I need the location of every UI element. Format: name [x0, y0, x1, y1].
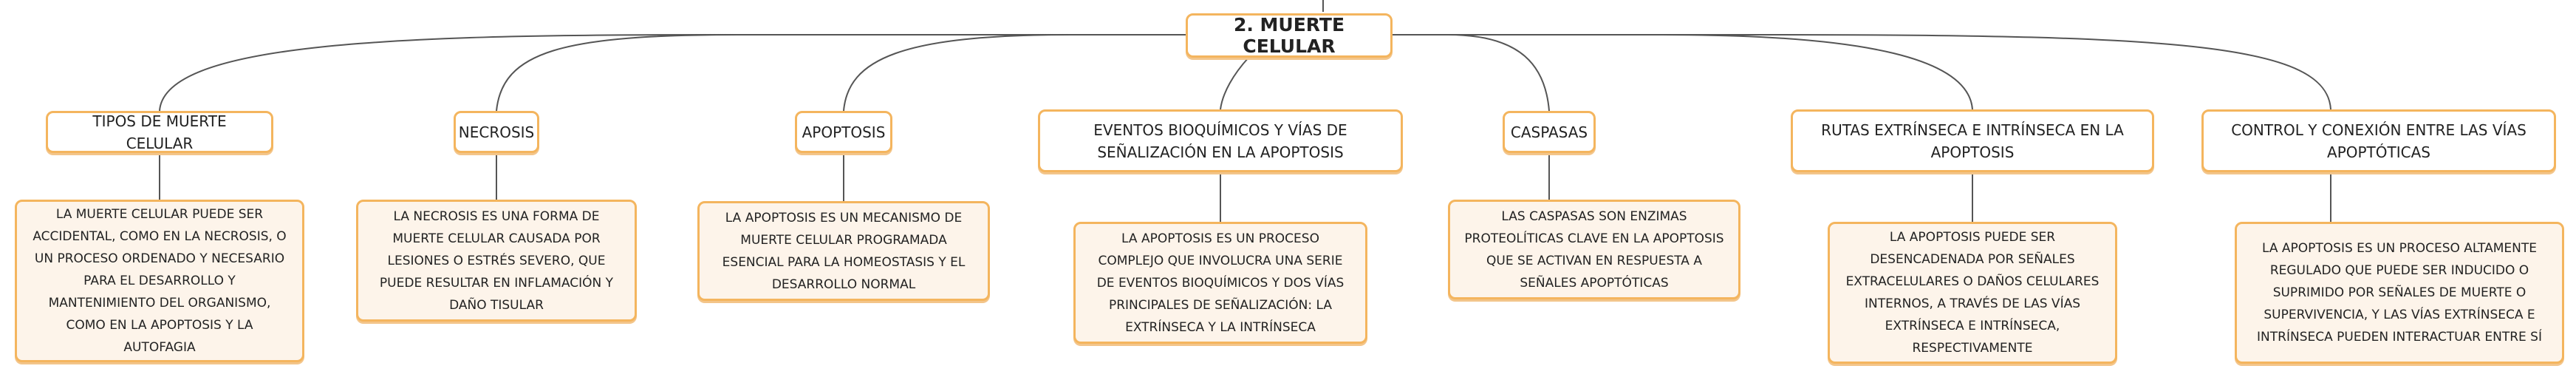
- detail-text: LA APOPTOSIS ES UN MECANISMO DE MUERTE C…: [722, 210, 966, 292]
- topic-label: APOPTOSIS: [802, 123, 886, 141]
- topic-label: CONTROL Y CONEXIÓN ENTRE LAS VÍAS APOPTÓ…: [2231, 121, 2527, 161]
- topic-apoptosis[interactable]: APOPTOSIS: [795, 111, 892, 153]
- connector-root-apoptosis: [843, 34, 1186, 112]
- connector-root-caspasas: [1393, 34, 1550, 112]
- connector-root-necrosis: [496, 34, 1186, 112]
- connector-root-tipos: [159, 34, 1186, 112]
- topic-rutas-extrinseca-intrinseca[interactable]: RUTAS EXTRÍNSECA E INTRÍNSECA EN LA APOP…: [1791, 109, 2154, 172]
- detail-text: LAS CASPASAS SON ENZIMAS PROTEOLÍTICAS C…: [1464, 208, 1724, 291]
- detail-eventos-bioquimicos[interactable]: LA APOPTOSIS ES UN PROCESO COMPLEJO QUE …: [1073, 222, 1367, 344]
- detail-text: LA NECROSIS ES UNA FORMA DE MUERTE CELUL…: [379, 208, 614, 313]
- detail-text: LA MUERTE CELULAR PUEDE SER ACCIDENTAL, …: [33, 207, 287, 355]
- detail-apoptosis[interactable]: LA APOPTOSIS ES UN MECANISMO DE MUERTE C…: [697, 201, 990, 301]
- topic-eventos-bioquimicos[interactable]: EVENTOS BIOQUÍMICOS Y VÍAS DE SEÑALIZACI…: [1038, 109, 1403, 172]
- topic-label: TIPOS DE MUERTE CELULAR: [92, 112, 227, 152]
- detail-text: LA APOPTOSIS ES UN PROCESO COMPLEJO QUE …: [1096, 231, 1345, 335]
- detail-rutas-extrinseca-intrinseca[interactable]: LA APOPTOSIS PUEDE SER DESENCADENADA POR…: [1828, 222, 2117, 364]
- detail-caspasas[interactable]: LAS CASPASAS SON ENZIMAS PROTEOLÍTICAS C…: [1448, 200, 1740, 299]
- topic-label: RUTAS EXTRÍNSECA E INTRÍNSECA EN LA APOP…: [1821, 121, 2124, 161]
- topic-caspasas[interactable]: CASPASAS: [1503, 111, 1596, 153]
- detail-text: LA APOPTOSIS PUEDE SER DESENCADENADA POR…: [1845, 230, 2100, 356]
- topic-label: CASPASAS: [1510, 123, 1588, 141]
- detail-text: LA APOPTOSIS ES UN PROCESO ALTAMENTE REG…: [2257, 241, 2542, 345]
- detail-tipos-de-muerte-celular[interactable]: LA MUERTE CELULAR PUEDE SER ACCIDENTAL, …: [15, 200, 304, 362]
- topic-control-y-conexion[interactable]: CONTROL Y CONEXIÓN ENTRE LAS VÍAS APOPTÓ…: [2201, 109, 2556, 172]
- topic-label: NECROSIS: [458, 123, 535, 141]
- topic-necrosis[interactable]: NECROSIS: [454, 111, 539, 153]
- detail-necrosis[interactable]: LA NECROSIS ES UNA FORMA DE MUERTE CELUL…: [356, 200, 637, 322]
- topic-label: EVENTOS BIOQUÍMICOS Y VÍAS DE SEÑALIZACI…: [1093, 121, 1347, 161]
- root-title: 2. MUERTE CELULAR: [1233, 14, 1345, 57]
- topic-tipos-de-muerte-celular[interactable]: TIPOS DE MUERTE CELULAR: [46, 111, 273, 153]
- connector-root-rutas: [1393, 34, 1973, 110]
- detail-control-y-conexion[interactable]: LA APOPTOSIS ES UN PROCESO ALTAMENTE REG…: [2235, 222, 2564, 364]
- connector-root-control: [1393, 34, 2331, 110]
- connector-root-eventos: [1220, 57, 1249, 110]
- root-node[interactable]: 2. MUERTE CELULAR: [1186, 13, 1393, 58]
